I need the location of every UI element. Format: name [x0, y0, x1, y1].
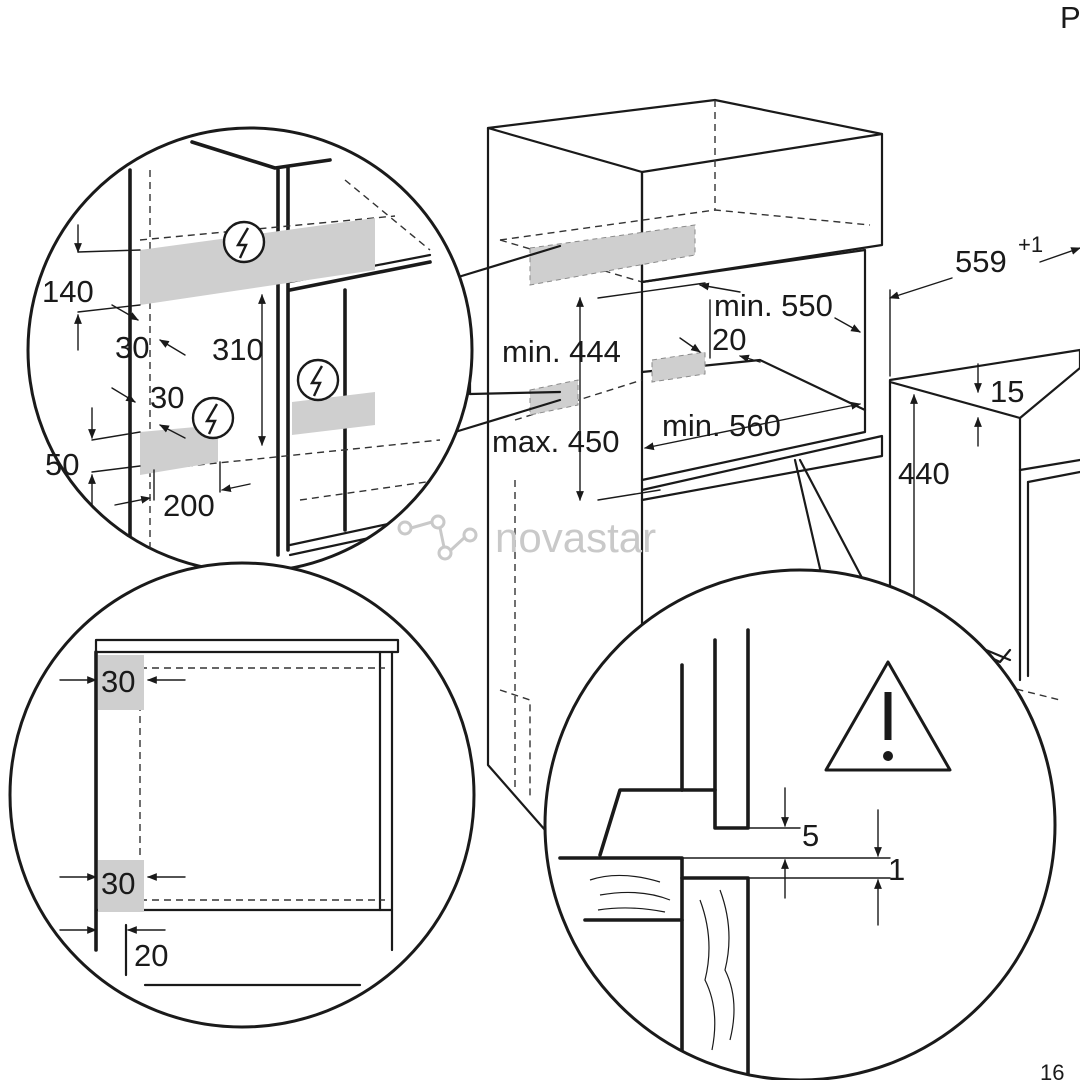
- detail-bottom-right: 5 1: [543, 568, 1057, 1080]
- electric-hazard-icon: [296, 358, 340, 402]
- cabinet-drawing: min. 550 20 min. 444 max. 450 min. 560: [453, 98, 884, 832]
- label-min-444: min. 444: [502, 334, 621, 369]
- label-min-560: min. 560: [662, 408, 781, 443]
- detail-top-left: 140 30 310 30 50 200: [26, 126, 474, 574]
- watermark: novastar: [397, 514, 656, 561]
- oven-drawing: 559 +1 15 440: [888, 232, 1080, 701]
- label-oven-height-440: 440: [898, 456, 950, 491]
- label-top-30: 30: [101, 664, 135, 699]
- watermark-text: novastar: [495, 514, 656, 561]
- label-30-lower: 30: [150, 380, 184, 415]
- electric-hazard-icon: [191, 396, 235, 440]
- label-1: 1: [888, 852, 905, 887]
- label-310: 310: [212, 332, 264, 367]
- electric-hazard-icon: [222, 220, 266, 264]
- detail-bottom-left: 30 30 20: [8, 561, 476, 1029]
- label-gap-20: 20: [712, 322, 746, 357]
- label-max-450: max. 450: [492, 424, 620, 459]
- label-140: 140: [42, 274, 94, 309]
- label-oven-width-tolerance: +1: [1018, 232, 1043, 257]
- label-20: 20: [134, 938, 168, 973]
- label-30-upper: 30: [115, 330, 149, 365]
- watermark-logo-icon: [397, 514, 478, 561]
- page-number: 16: [1040, 1060, 1064, 1080]
- label-min-550: min. 550: [714, 288, 833, 323]
- page-corner-letter: P: [1060, 0, 1080, 35]
- label-bottom-30: 30: [101, 866, 135, 901]
- label-oven-width: 559: [955, 244, 1007, 279]
- label-200: 200: [163, 488, 215, 523]
- warning-triangle-icon: [824, 660, 952, 772]
- label-5: 5: [802, 818, 819, 853]
- label-50: 50: [45, 447, 79, 482]
- label-oven-height-15: 15: [990, 374, 1024, 409]
